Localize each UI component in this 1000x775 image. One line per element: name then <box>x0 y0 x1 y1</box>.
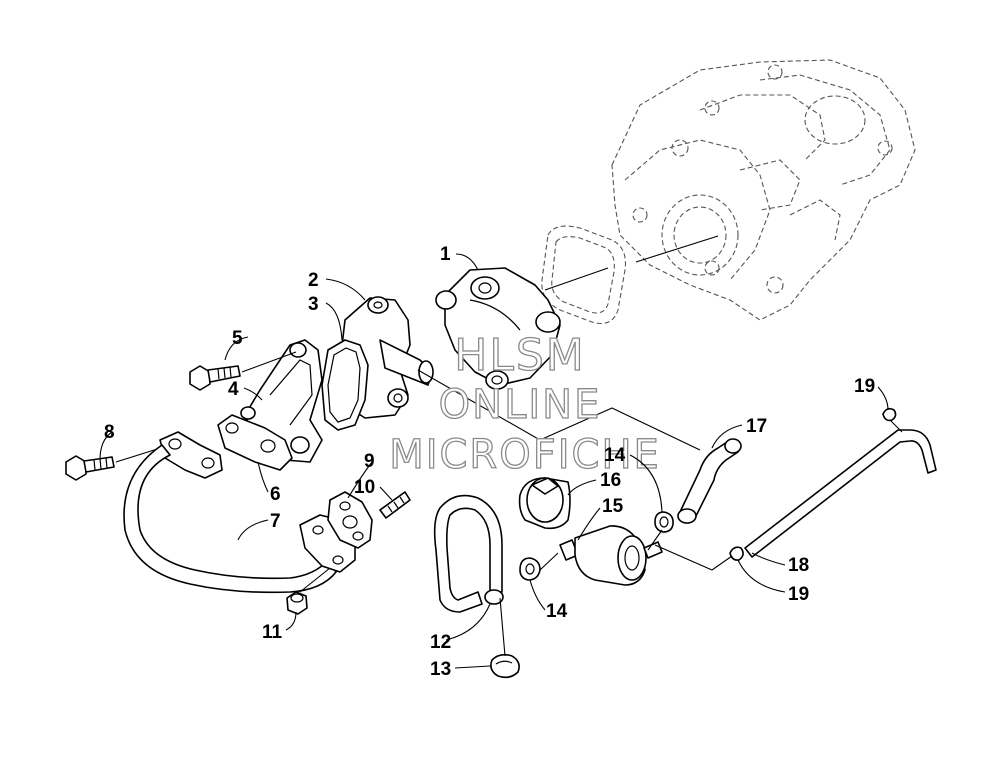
callout-labels: 1 2 3 4 5 6 7 8 9 10 11 12 13 14 14 15 1… <box>104 244 875 680</box>
callout-19-upper: 19 <box>854 376 875 397</box>
u-hose <box>433 494 504 613</box>
callout-leaders <box>99 253 889 669</box>
watermark: HLSM ONLINE MICROFICHE <box>389 329 661 478</box>
callout-4: 4 <box>228 379 239 400</box>
callout-12: 12 <box>430 632 451 653</box>
flange-nut <box>286 567 331 615</box>
callout-18: 18 <box>788 555 809 576</box>
callout-16: 16 <box>600 470 621 491</box>
tube-clamp-upper <box>882 407 897 422</box>
callout-9: 9 <box>364 451 375 472</box>
sleeve <box>518 477 571 530</box>
callout-19-lower: 19 <box>788 584 809 605</box>
callout-11: 11 <box>262 622 283 643</box>
stud <box>379 491 411 519</box>
watermark-line-1: HLSM <box>454 330 586 381</box>
watermark-line-3: MICROFICHE <box>389 432 661 478</box>
callout-17: 17 <box>746 416 767 437</box>
callout-6: 6 <box>270 484 281 505</box>
valve-body <box>337 296 434 419</box>
callout-5: 5 <box>232 328 243 349</box>
callout-10: 10 <box>354 477 375 498</box>
air-tube <box>123 431 356 594</box>
callout-2: 2 <box>308 270 319 291</box>
flange-gasket <box>217 414 293 471</box>
long-tube <box>744 417 937 558</box>
assembly-lines <box>417 369 733 571</box>
callout-13: 13 <box>430 659 451 680</box>
callout-3: 3 <box>308 294 319 315</box>
callout-14-upper: 14 <box>604 445 626 466</box>
spring-clip-lower <box>519 557 541 581</box>
check-valve <box>559 525 663 586</box>
engine-cylinder-head <box>611 59 916 321</box>
cover-plate <box>435 267 561 390</box>
callout-7: 7 <box>270 511 281 532</box>
hose-clamp <box>490 597 520 679</box>
spring-clip-upper <box>654 511 674 533</box>
valve-gasket <box>321 339 369 431</box>
callout-14-lower: 14 <box>546 601 568 622</box>
outlet-hose <box>677 438 742 524</box>
watermark-line-2: ONLINE <box>439 382 602 428</box>
callout-15: 15 <box>602 496 624 517</box>
callout-8: 8 <box>104 422 115 443</box>
exhaust-gasket <box>541 225 719 325</box>
callout-1: 1 <box>440 244 451 265</box>
tube-gasket <box>327 491 373 549</box>
tube-clamp-lower <box>729 546 744 561</box>
flange-bolt <box>189 351 297 391</box>
